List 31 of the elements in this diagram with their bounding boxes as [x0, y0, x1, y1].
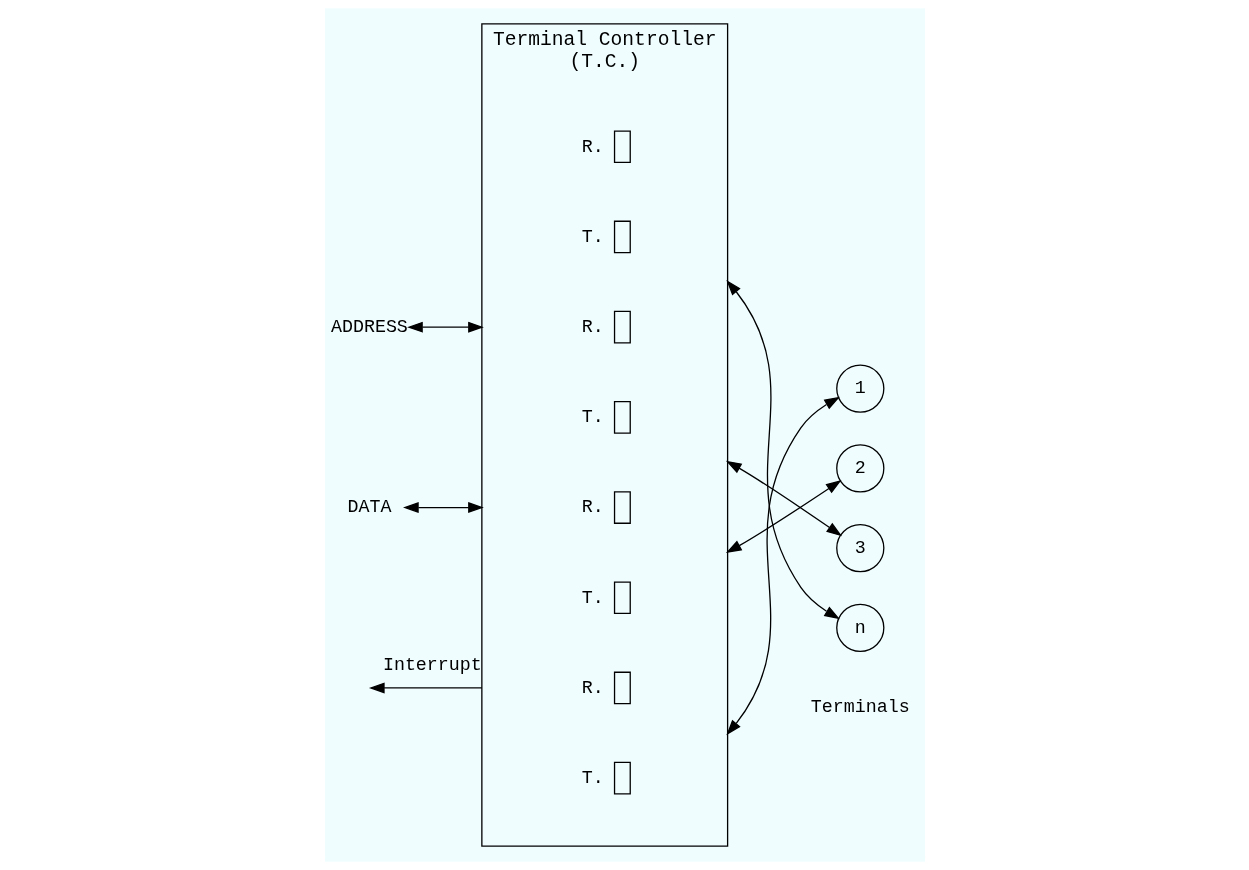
- node-label: R.: [581, 677, 604, 698]
- arrow: [725, 279, 840, 620]
- node-circle: 1: [835, 364, 884, 413]
- node-circle: 2: [835, 444, 884, 493]
- node-label: T.: [581, 587, 604, 608]
- node-box: [613, 761, 631, 795]
- node-box: [613, 671, 631, 705]
- arrow: [725, 480, 842, 553]
- edge-label: Interrupt: [382, 655, 482, 676]
- node-box: [613, 310, 631, 344]
- node-label: R.: [581, 497, 604, 518]
- arrow: [402, 502, 484, 514]
- node-circle: n: [835, 603, 884, 652]
- node-text: ADDRESS: [330, 316, 408, 337]
- node-label: T.: [581, 226, 604, 247]
- arrow: [406, 321, 484, 333]
- node-label: R.: [581, 316, 604, 337]
- node-text: DATA: [346, 497, 391, 518]
- node-box: [613, 581, 631, 615]
- arrow: [725, 396, 840, 736]
- node-box: [613, 220, 631, 254]
- node-circle: 3: [835, 523, 884, 573]
- node-box: [613, 130, 631, 164]
- node-box: [613, 491, 631, 524]
- node-label: T.: [581, 767, 604, 788]
- node-box: [613, 401, 631, 434]
- arrow: [725, 460, 842, 537]
- arrow: [368, 682, 482, 694]
- label: Terminals: [810, 697, 910, 718]
- node-label: R.: [581, 136, 604, 157]
- node-label: T.: [581, 407, 604, 428]
